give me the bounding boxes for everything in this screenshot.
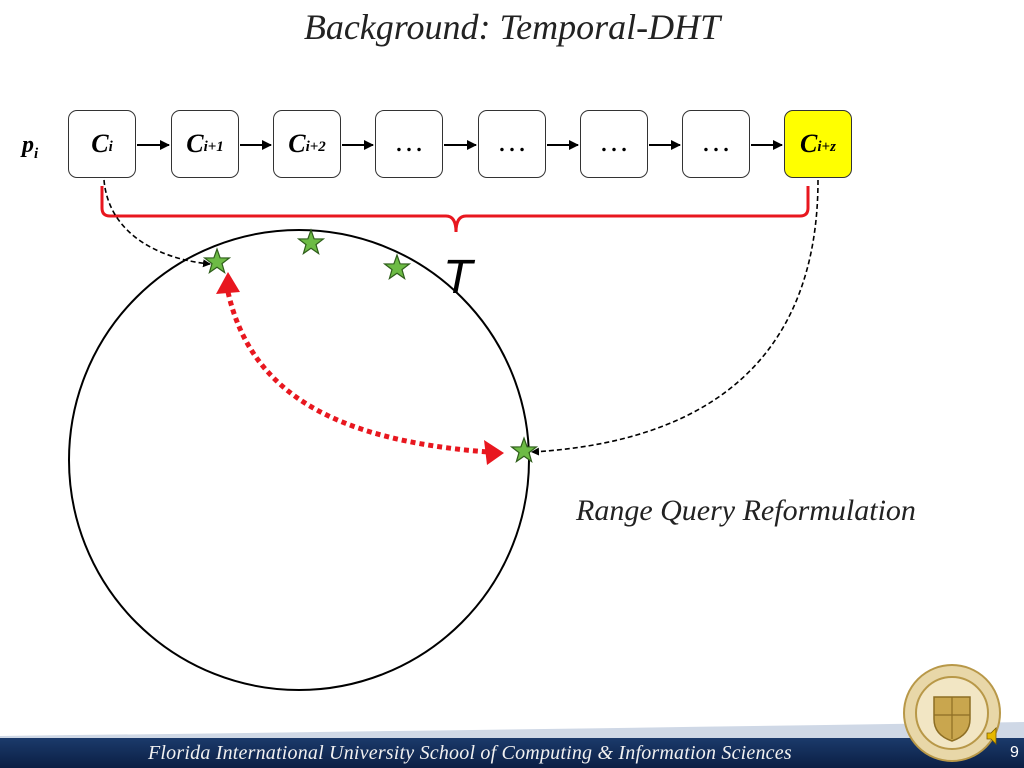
chain-box-ellipsis-1: … (375, 110, 443, 178)
peer-label: pi (22, 132, 39, 162)
page-number: 9 (1010, 744, 1019, 761)
map-arrow-ci (103, 179, 211, 268)
speaker-icon[interactable] (986, 727, 1000, 745)
star-icon (509, 436, 539, 463)
university-seal-icon (903, 664, 1001, 762)
star-icon (296, 228, 326, 255)
star-icon (382, 253, 412, 280)
caption: Range Query Reformulation (576, 494, 916, 527)
star-icon (202, 247, 232, 274)
slide-title: Background: Temporal-DHT (303, 7, 721, 47)
range-arrowhead-start (216, 272, 240, 294)
footer-swoosh (0, 722, 1024, 742)
dht-diagram (68, 140, 819, 691)
map-arrow-ciz (531, 179, 819, 456)
chain-box-ellipsis-4: … (682, 110, 750, 178)
chain-box-ellipsis-2: … (478, 110, 546, 178)
range-arrow (225, 291, 489, 455)
footer-bar (0, 738, 1024, 768)
time-window-brace (100, 186, 810, 233)
time-window-label: T (443, 251, 473, 304)
footer-text: Florida International University School … (148, 742, 792, 764)
chain-box-ellipsis-3: … (580, 110, 648, 178)
range-arrowhead-end (484, 440, 504, 465)
